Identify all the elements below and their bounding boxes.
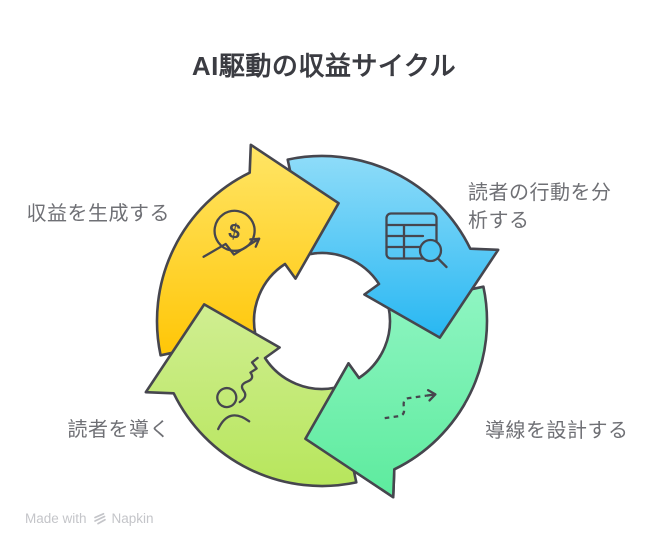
magnifier-lens xyxy=(418,238,443,263)
cycle-step-label-analyze-readers: 読者の行動を分析する xyxy=(468,182,612,232)
dashed-path-arrow-icon xyxy=(384,389,437,420)
person-shoulders xyxy=(217,414,251,431)
page-title: AI駆動の収益サイクル xyxy=(191,51,457,81)
magnifier-handle xyxy=(436,257,448,269)
person-head xyxy=(216,386,238,409)
guide-squiggle-path xyxy=(238,356,259,404)
table-search-icon xyxy=(385,212,448,269)
cycle-step-label-guide-readers: 読者を導く xyxy=(67,419,170,441)
trend-arrowhead xyxy=(249,237,261,248)
trend-line xyxy=(202,237,261,258)
cycle-arrow-generate-revenue xyxy=(155,143,340,357)
made-with-text: Made with xyxy=(25,511,87,526)
table-grid-lines xyxy=(385,223,438,260)
person-guide-icon xyxy=(216,356,259,431)
cycle-icons: $ xyxy=(202,209,448,431)
cycle-step-label-generate-revenue: 収益を生成する xyxy=(26,203,170,225)
cycle-arrow-guide-readers xyxy=(144,303,358,488)
cycle-arrows xyxy=(144,143,500,499)
napkin-logo-icon xyxy=(93,512,106,525)
money-growth-icon: $ xyxy=(202,209,261,258)
cycle-step-label-design-funnel: 導線を設計する xyxy=(485,420,629,442)
made-with-napkin-credit[interactable]: Made with Napkin xyxy=(25,511,154,526)
napkin-brand-text: Napkin xyxy=(111,511,154,526)
dollar-sign: $ xyxy=(227,219,243,244)
path-arrowhead xyxy=(425,389,437,402)
